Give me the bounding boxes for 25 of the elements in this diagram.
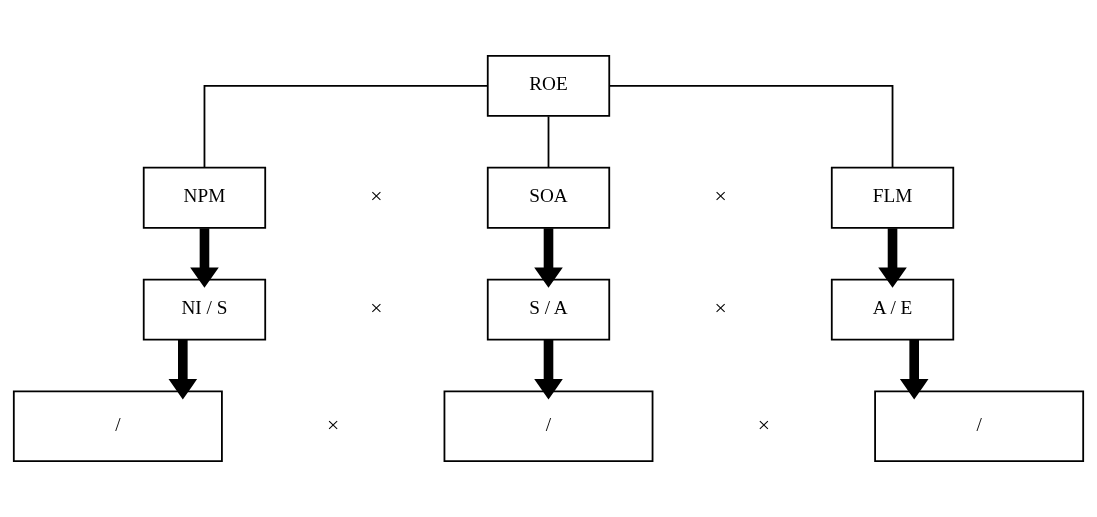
arrow: [899, 339, 929, 400]
node-box: /: [874, 390, 1085, 463]
arrow: [190, 228, 219, 288]
label: ×: [370, 184, 383, 209]
arrow: [534, 339, 563, 400]
label: ×: [327, 412, 340, 437]
node-box: /: [12, 390, 223, 463]
label: ×: [714, 184, 727, 209]
arrow: [534, 228, 563, 288]
arrow: [168, 339, 198, 400]
node-box: S / A: [486, 278, 611, 341]
connector: [608, 84, 894, 169]
arrow: [878, 228, 907, 288]
label: ×: [370, 295, 383, 320]
node-box: ROE: [486, 54, 611, 117]
connector: [547, 115, 550, 169]
node-box: /: [443, 390, 654, 463]
node-box: A / E: [830, 278, 955, 341]
label: ×: [714, 295, 727, 320]
node-box: NPM: [142, 166, 267, 229]
node-box: NI / S: [142, 278, 267, 341]
node-box: SOA: [486, 166, 611, 229]
label: ×: [757, 412, 770, 437]
connector: [203, 84, 489, 169]
node-box: FLM: [830, 166, 955, 229]
